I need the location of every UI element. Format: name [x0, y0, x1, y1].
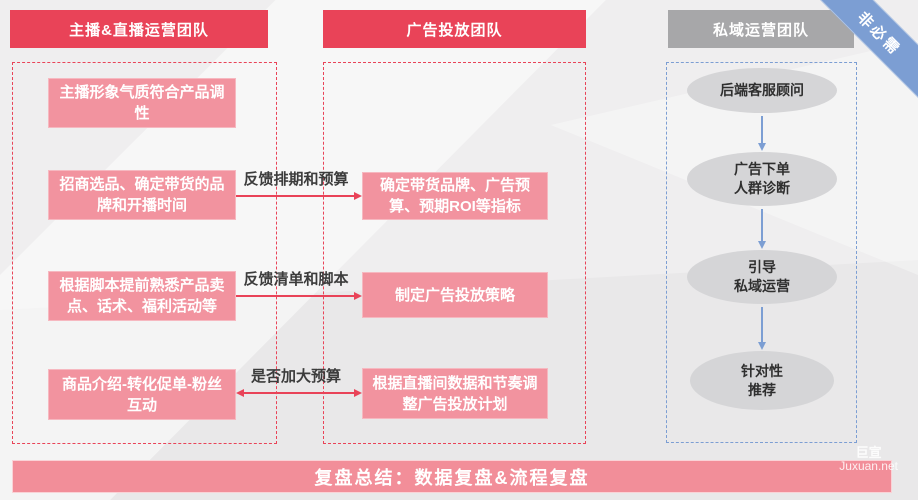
arrow-down-icon — [758, 307, 766, 350]
arrow-down-icon — [758, 116, 766, 151]
arrow-right-list-script — [236, 292, 362, 300]
arrow-right-schedule-budget — [236, 192, 362, 200]
header-anchor-live-team: 主播&直播运营团队 — [10, 10, 268, 48]
node-backend-customer-service: 后端客服顾问 — [687, 68, 837, 113]
step-make-ad-strategy: 制定广告投放策略 — [362, 272, 548, 318]
node-targeted-recommendation: 针对性 推荐 — [690, 351, 834, 410]
step-select-brands-schedule: 招商选品、确定带货的品牌和开播时间 — [48, 170, 236, 220]
header-private-domain-team: 私域运营团队 — [668, 10, 854, 48]
step-learn-script-selling-points: 根据脚本提前熟悉产品卖点、话术、福利活动等 — [48, 271, 236, 321]
arrow-down-icon — [758, 209, 766, 249]
node-ad-order-audience-diagnosis: 广告下单 人群诊断 — [687, 152, 837, 206]
arrow-label-feedback-list-script: 反馈清单和脚本 — [243, 271, 349, 288]
step-confirm-brand-budget-roi: 确定带货品牌、广告预算、预期ROI等指标 — [362, 172, 548, 220]
header-ad-placement-team: 广告投放团队 — [323, 10, 586, 48]
step-product-intro-conversion: 商品介绍-转化促单-粉丝互动 — [48, 369, 236, 420]
watermark-line1: 巨宣 — [855, 445, 882, 460]
arrow-label-increase-budget: 是否加大预算 — [250, 368, 341, 385]
step-anchor-image-fit: 主播形象气质符合产品调性 — [48, 78, 236, 128]
footer-review-summary: 复盘总结：数据复盘&流程复盘 — [12, 460, 892, 493]
arrow-both-increase-budget — [236, 389, 362, 397]
node-guide-private-domain: 引导 私域运营 — [687, 250, 837, 304]
arrow-label-feedback-schedule-budget: 反馈排期和预算 — [243, 171, 349, 188]
lane-anchor-live-team — [12, 62, 277, 444]
step-adjust-ad-plan: 根据直播间数据和节奏调整广告投放计划 — [362, 368, 548, 419]
lane-private-domain-team — [666, 62, 857, 443]
lane-ad-placement-team — [323, 62, 586, 444]
